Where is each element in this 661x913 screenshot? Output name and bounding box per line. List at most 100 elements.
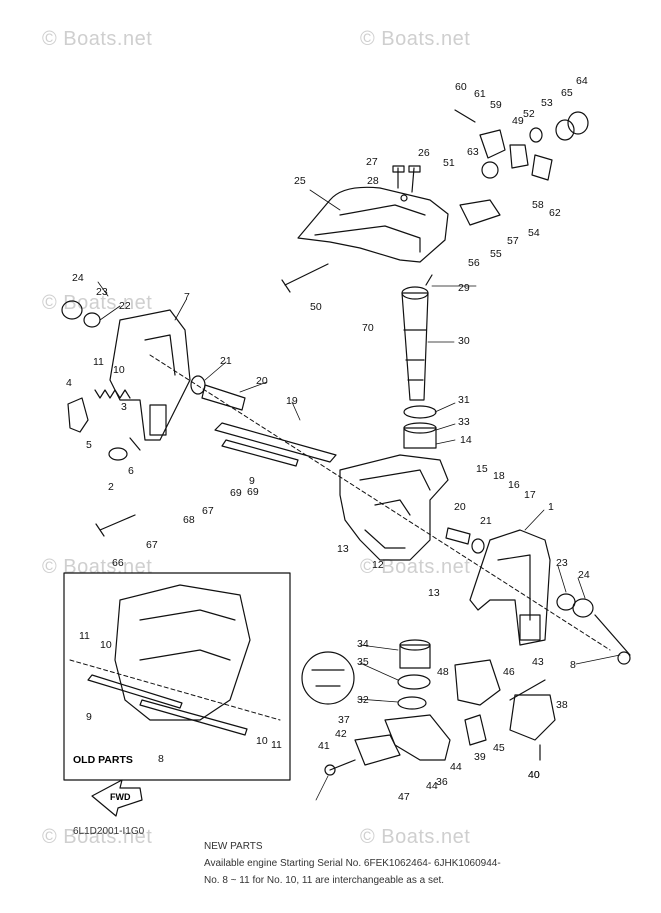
bolt-8-right	[594, 614, 631, 656]
callout-67-repeat: 67	[202, 505, 214, 517]
plate-37	[354, 734, 401, 766]
callout-14: 14	[460, 434, 472, 446]
old-parts-bracket	[114, 584, 251, 721]
old-parts-label: OLD PARTS	[73, 754, 133, 766]
callout-9: 9	[249, 475, 255, 487]
callout-23: 23	[96, 286, 108, 298]
diagram-code: 6L1D2001-I1G0	[73, 826, 145, 837]
footnote-line-1: NEW PARTS	[204, 841, 263, 852]
steering-shaft-30	[401, 292, 429, 401]
callout-10: 10	[113, 364, 125, 376]
callout-22: 22	[119, 300, 131, 312]
footnote-line-2: Available engine Starting Serial No. 6FE…	[204, 858, 501, 869]
callout-18: 18	[493, 470, 505, 482]
spring-3	[94, 389, 131, 399]
callout-60: 60	[455, 81, 467, 93]
callout-55: 55	[490, 248, 502, 260]
callout-20-repeat: 20	[454, 501, 466, 513]
lever-39	[464, 714, 487, 746]
callout-7: 7	[184, 291, 190, 303]
nut-23-left	[83, 312, 101, 328]
bushing-20-right	[445, 527, 471, 545]
seal-32	[397, 696, 427, 710]
bolt-43	[509, 679, 546, 701]
callout-36: 36	[436, 776, 448, 788]
callout-10-repeat: 10	[256, 735, 268, 747]
callout-35: 35	[357, 656, 369, 668]
callout-26: 26	[418, 147, 430, 159]
callout-10-repeat: 10	[100, 639, 112, 651]
callout-15: 15	[476, 463, 488, 475]
joint-49	[509, 144, 529, 169]
watermark-upper-mid-left: © Boats.net	[42, 292, 153, 314]
callout-3: 3	[121, 401, 127, 413]
callout-2: 2	[108, 481, 114, 493]
callout-5: 5	[86, 439, 92, 451]
callout-44: 44	[426, 780, 438, 792]
callout-51: 51	[443, 157, 455, 169]
callout-58: 58	[532, 199, 544, 211]
clamp-bracket-12	[339, 454, 449, 561]
callout-33: 33	[458, 416, 470, 428]
callout-4: 4	[66, 377, 72, 389]
callout-34: 34	[357, 638, 369, 650]
callout-1: 1	[548, 501, 554, 513]
tube-9	[221, 439, 299, 467]
nut-24-left	[61, 300, 83, 320]
callout-9-repeat: 9	[86, 711, 92, 723]
callout-12: 12	[372, 559, 384, 571]
callout-32: 32	[357, 694, 369, 706]
detail-circle	[301, 651, 355, 705]
friction-piece-36	[384, 714, 451, 761]
washer-21-left	[190, 375, 206, 395]
bolt-50	[281, 263, 329, 293]
footnote-line-3: No. 8 ~ 11 for No. 10, 11 are interchang…	[204, 875, 445, 886]
callout-11-repeat: 11	[271, 739, 282, 751]
callout-24-repeat: 24	[578, 569, 590, 581]
callout-8: 8	[570, 659, 576, 671]
cap-64	[567, 111, 589, 135]
old-shaft-line	[69, 659, 281, 721]
watermark-bottom-left: © Boats.net	[42, 826, 153, 848]
callout-45: 45	[493, 742, 505, 754]
washer-31	[403, 405, 437, 419]
callout-70: 70	[362, 322, 374, 334]
bolt-41	[324, 764, 336, 776]
callout-69-repeat: 69	[247, 486, 259, 498]
bushing-34	[399, 644, 431, 669]
callout-52: 52	[523, 108, 535, 120]
callout-69: 69	[230, 487, 242, 499]
watermark-top-right: © Boats.net	[360, 28, 471, 50]
nut-23-right	[556, 593, 576, 611]
callout-62: 62	[549, 207, 561, 219]
callout-37: 37	[338, 714, 350, 726]
callout-68: 68	[183, 514, 195, 526]
cover-38-right	[509, 694, 556, 741]
callout-30: 30	[458, 335, 470, 347]
callout-47: 47	[398, 791, 410, 803]
ring-65	[555, 119, 575, 141]
callout-16: 16	[508, 479, 520, 491]
callout-13: 13	[337, 543, 349, 555]
old-tube-8	[139, 699, 248, 736]
callout-19: 19	[286, 395, 298, 407]
callout-63: 63	[467, 146, 479, 158]
callout-21-repeat: 21	[480, 515, 492, 527]
callout-66: 66	[112, 557, 124, 569]
callout-23-repeat: 23	[556, 557, 568, 569]
callout-40: 40	[528, 769, 540, 781]
callout-54: 54	[528, 227, 540, 239]
callout-38: 38	[556, 699, 568, 711]
callout-6: 6	[128, 465, 134, 477]
bushing-20-left	[201, 384, 246, 411]
pin-60	[454, 109, 476, 123]
callout-39: 39	[474, 751, 486, 763]
callout-56: 56	[468, 257, 480, 269]
bushing-33	[403, 427, 437, 449]
cover-38-left	[454, 659, 501, 706]
seal-52	[529, 127, 543, 143]
callout-50: 50	[310, 301, 322, 313]
watermark-top-left: © Boats.net	[42, 28, 153, 50]
washer-63	[481, 161, 499, 179]
callout-41: 41	[318, 740, 330, 752]
